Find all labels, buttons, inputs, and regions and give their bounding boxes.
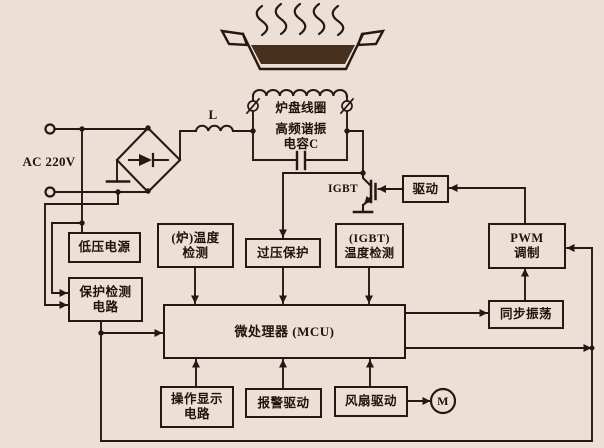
block-pwm-modulation: PWM 调制 [488,223,566,269]
resonant-cap-label: 高频谐振 电容C [275,122,327,151]
block-furnace-temp-detect: (炉)温度 检测 [157,223,234,268]
block-operation-display: 操作显示 电路 [160,386,234,428]
motor-icon [429,387,457,415]
block-overvoltage-protect: 过压保护 [245,238,321,268]
feedback-bus [100,244,593,442]
capacitor-icon [295,150,307,171]
ac-input-label: AC 220V [22,154,76,169]
block-fan-drive: 风扇驱动 [334,386,408,417]
mcu-top-input-arrows [191,266,373,304]
block-drive: 驱动 [402,175,449,203]
block-alarm-drive: 报警驱动 [245,388,322,418]
coil-tap-symbol [245,97,355,115]
block-low-voltage-supply: 低压电源 [68,232,141,263]
igbt-label: IGBT [328,183,358,195]
junction-dots [79,125,595,351]
block-igbt-temp-detect: (IGBT) 温度检测 [335,223,404,268]
drive-wires [377,184,526,224]
inductor-label: L [208,107,218,122]
inductor-L-icon [179,124,254,161]
supply-and-protection-wires [44,128,119,309]
ac-terminals [44,123,147,198]
cooking-pot-icon [219,29,386,71]
block-sync-oscillator: 同步振荡 [488,300,564,329]
heat-waves-icon [255,2,345,37]
motor-label: M [437,394,449,408]
block-protection-detect: 保护检测 电路 [68,277,143,322]
mcu-output-wires [404,309,592,352]
resonant-tank-loop [245,95,355,171]
mcu-bottom-input-arrows [192,359,374,388]
pot-contents [251,45,355,64]
pan-coil-label: 炉盘线圈 [275,101,327,115]
bridge-rectifier-icon [105,126,182,194]
induction-coil-icon [251,88,348,98]
tank-output-wires [279,130,364,238]
block-mcu: 微处理器 (MCU) [163,304,406,359]
